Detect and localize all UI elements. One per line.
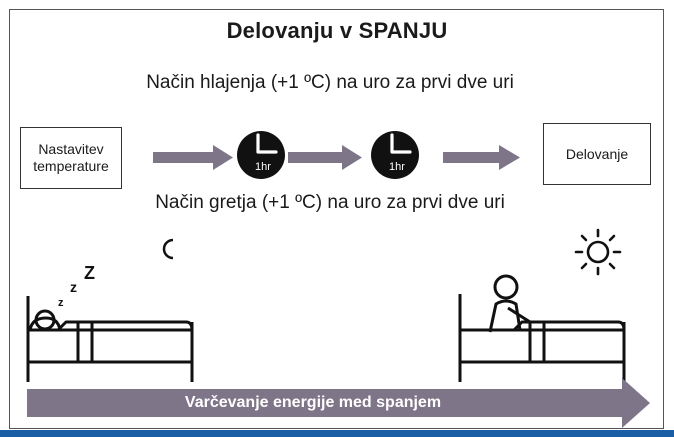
clock-label: 1hr [255, 161, 271, 173]
clock-label: 1hr [389, 161, 405, 173]
heating-mode-text: Način gretja (+1 ºC) na uro za prvi dve … [155, 192, 505, 213]
flow-arrow-3 [443, 145, 520, 170]
clock-icon: 1hr [237, 131, 285, 179]
moon-icon [162, 238, 174, 260]
temperature-setting-box: Nastavitev temperature [20, 127, 122, 189]
sun-icon [574, 228, 622, 276]
svg-text:z: z [70, 279, 77, 295]
svg-text:z: z [58, 297, 64, 309]
diagram-frame [9, 9, 664, 429]
energy-saving-arrow [27, 378, 650, 428]
svg-text:Z: Z [84, 263, 95, 283]
sleeping-person-in-bed [26, 296, 194, 382]
person-sitting-up-in-bed [458, 274, 626, 382]
cooling-mode-text: Način hlajenja (+1 ºC) na uro za prvi dv… [146, 72, 514, 93]
energy-saving-label: Varčevanje energije med spanjem [184, 394, 442, 411]
operation-box: Delovanje [543, 123, 651, 185]
temperature-setting-label: Nastavitev temperature [33, 141, 109, 174]
clock-icon: 1hr [371, 131, 419, 179]
flow-arrow-2 [288, 145, 362, 170]
operation-label: Delovanje [565, 145, 629, 162]
bottom-accent-rule [0, 430, 674, 437]
flow-arrow-1 [153, 145, 233, 170]
sleep-zzz-icon: z z Z [58, 263, 95, 309]
diagram-title: Delovanju v SPANJU [226, 18, 448, 43]
